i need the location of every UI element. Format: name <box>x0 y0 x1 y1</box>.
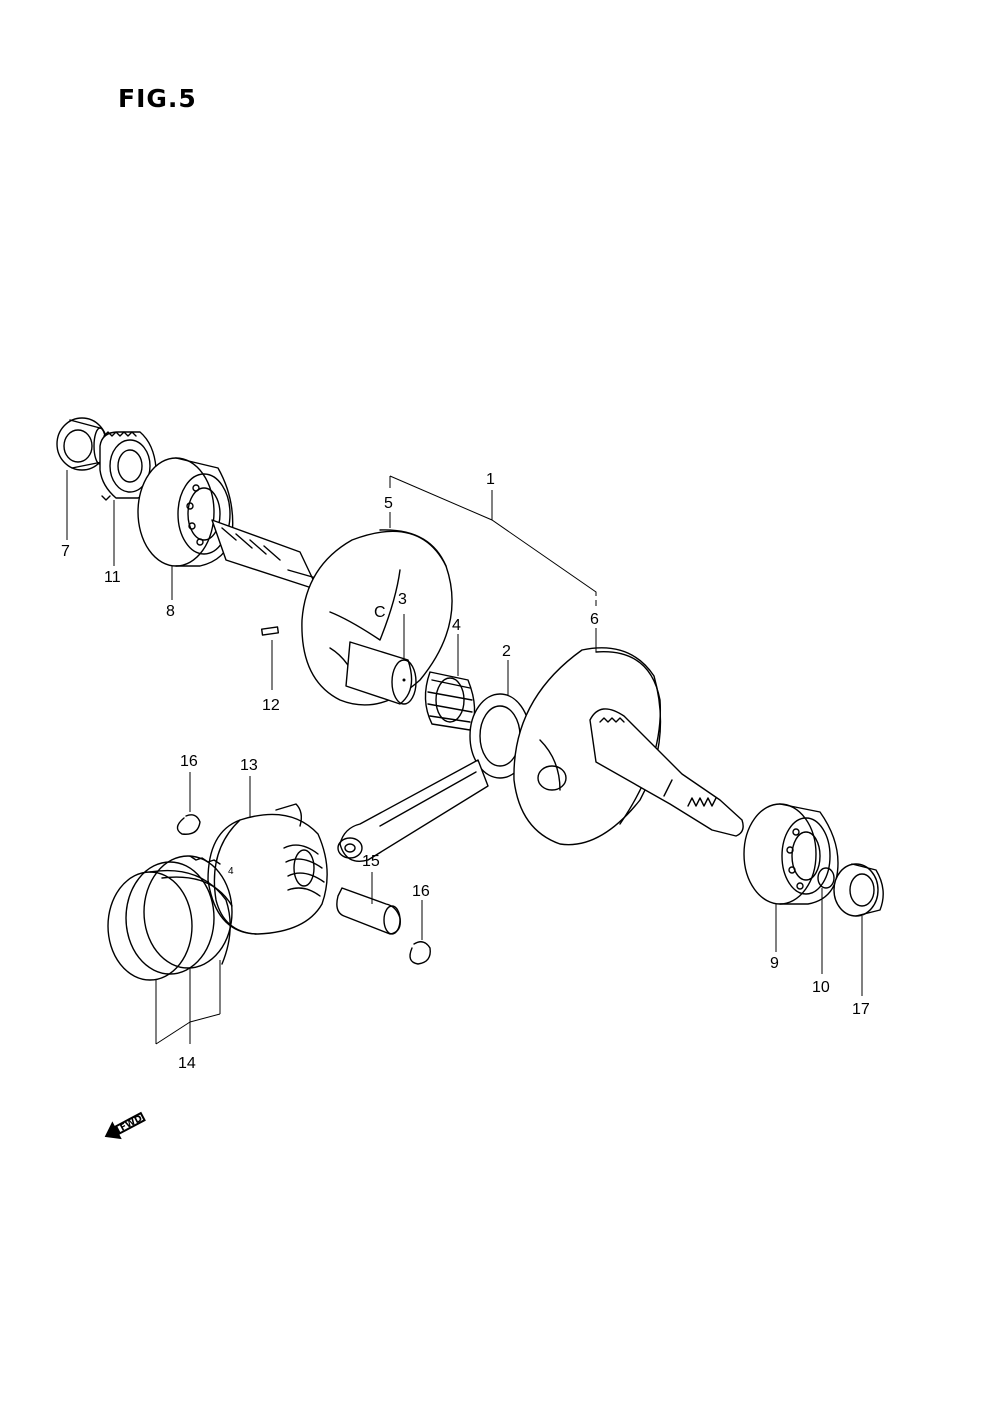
callout-14: 14 <box>178 1055 196 1072</box>
callout-10: 10 <box>812 979 830 996</box>
callout-16-upper: 16 <box>180 753 198 770</box>
figure-title: FIG.5 <box>118 84 197 113</box>
part-10-o-ring <box>817 867 835 974</box>
crankshaft-left-shaft <box>211 519 319 591</box>
callout-7: 7 <box>61 543 70 560</box>
part-11-drive-gear <box>99 431 157 566</box>
crankshaft-right-shaft <box>589 708 744 837</box>
part-14-piston-rings <box>107 855 233 1045</box>
part-9-bearing-right <box>743 803 839 952</box>
part-13-piston: 4 <box>207 776 328 935</box>
part-15-piston-pin <box>336 872 401 935</box>
part-12-key <box>260 626 280 690</box>
part-6-crank-web-right <box>513 628 662 846</box>
part-3-crank-pin <box>345 614 417 705</box>
callout-6: 6 <box>590 611 599 628</box>
forward-arrow-icon: FWD <box>104 1111 146 1140</box>
callout-5: 5 <box>384 495 393 512</box>
part-16-circlip-lower <box>409 900 431 965</box>
callout-8: 8 <box>166 603 175 620</box>
callout-17: 17 <box>852 1001 870 1018</box>
callout-12: 12 <box>262 697 280 714</box>
callout-9: 9 <box>770 955 779 972</box>
callout-4: 4 <box>452 617 461 634</box>
part-1-crankshaft-assembly-bracket <box>389 475 597 606</box>
callout-15: 15 <box>362 853 380 870</box>
part-16-circlip-upper <box>176 772 201 835</box>
callout-13: 13 <box>240 757 258 774</box>
fwd-label: FWD <box>119 1114 144 1134</box>
callout-2: 2 <box>502 643 511 660</box>
part-17-oil-seal-right <box>833 863 884 996</box>
callout-3: 3 <box>398 591 407 608</box>
part-7-oil-seal <box>56 417 108 540</box>
web-marking-c: C <box>374 604 386 621</box>
callout-1: 1 <box>486 471 495 488</box>
piston-marking: 4 <box>228 866 234 877</box>
callout-16-lower: 16 <box>412 883 430 900</box>
callout-11: 11 <box>104 569 121 586</box>
